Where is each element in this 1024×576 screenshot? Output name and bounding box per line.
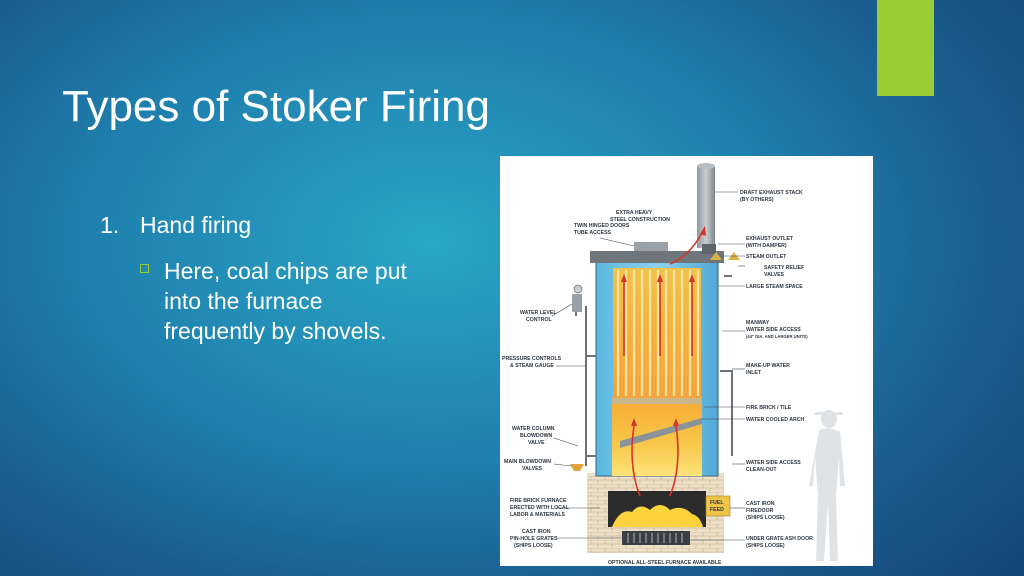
list-number: 1.: [100, 212, 120, 238]
label-steam-space: LARGE STEAM SPACE: [746, 284, 803, 290]
label-exhaust-outlet-1: EXHAUST OUTLET: [746, 236, 794, 242]
label-makeup-1: MAKE-UP WATER: [746, 363, 790, 369]
list-item-text: Hand firing: [140, 212, 252, 238]
sub-bullet: Here, coal chips are put into the furnac…: [140, 256, 480, 346]
label-manway-2: WATER SIDE ACCESS: [746, 327, 801, 333]
label-draft-stack-1: DRAFT EXHAUST STACK: [740, 190, 803, 196]
flow-arrows: [623, 230, 704, 497]
water-level-gauge: [572, 294, 582, 312]
label-cleanout-2: CLEAN-OUT: [746, 467, 777, 473]
sub-bullet-line-2: into the furnace: [164, 288, 323, 314]
label-manway-3: (44" DIA. AND LARGER UNITS): [746, 334, 808, 339]
label-blowdown-2: BLOWDOWN: [520, 433, 553, 439]
pressure-gauge: [573, 284, 583, 294]
label-firebrick-tile: FIRE BRICK / TILE: [746, 405, 792, 411]
label-draft-stack-2: (BY OTHERS): [740, 197, 774, 203]
fire-bed: [612, 505, 703, 527]
label-furnace-3: LABOR & MATERIALS: [510, 512, 565, 518]
square-bullet-icon: [140, 264, 149, 273]
arrow-heads: [621, 226, 706, 426]
label-grates-1: CAST IRON: [522, 529, 551, 535]
fuel-feed-box: [705, 495, 731, 517]
stack-top: [697, 163, 715, 169]
blowdown-valve: [570, 464, 584, 471]
label-steam-outlet: STEAM OUTLET: [746, 254, 787, 260]
label-ashdoor-1: UNDER GRATE ASH DOOR: [746, 536, 813, 542]
label-grates-3: (SHIPS LOOSE): [514, 543, 553, 549]
stack-damper: [702, 244, 716, 254]
label-firedoor-1: CAST IRON: [746, 501, 775, 507]
safety-valve: [710, 252, 722, 260]
leader-lines: [551, 191, 745, 541]
person-silhouette: [809, 410, 845, 561]
accent-bar: [877, 0, 934, 96]
label-safety-1: SAFETY RELIEF: [764, 265, 804, 271]
label-water-level-1: WATER LEVEL: [520, 310, 557, 316]
label-grates-2: PIN-HOLE GRATES: [510, 536, 558, 542]
label-water-arch: WATER COOLED ARCH: [746, 417, 804, 423]
label-furnace-1: FIRE BRICK FURNACE: [510, 498, 567, 504]
label-exhaust-outlet-2: (WITH DAMPER): [746, 243, 787, 249]
label-cleanout-1: WATER SIDE ACCESS: [746, 460, 801, 466]
boiler-top-cap: [590, 251, 724, 263]
label-water-level-2: CONTROL: [526, 317, 552, 323]
tube-access-door: [634, 242, 668, 251]
label-steel-2: STEEL CONSTRUCTION: [610, 217, 670, 223]
label-ashdoor-2: (SHIPS LOOSE): [746, 543, 785, 549]
label-firedoor-2: FIREDOOR: [746, 508, 774, 514]
fire-tubes: [613, 268, 701, 398]
grate-bars: [627, 533, 683, 543]
label-optional-furnace: OPTIONAL ALL-STEEL FURNACE AVAILABLE: [608, 560, 722, 566]
label-firedoor-3: (SHIPS LOOSE): [746, 515, 785, 521]
label-blowdown-3: VALVE: [528, 440, 545, 446]
fire-brick-arch: [612, 396, 702, 404]
label-furnace-2: ERECTED WITH LOCAL: [510, 505, 570, 511]
sub-bullet-line-1: Here, coal chips are put: [164, 258, 407, 284]
label-fuel-1: FUEL: [710, 500, 724, 506]
label-manway-1: MANWAY: [746, 320, 770, 326]
label-fuel-2: FEED: [710, 507, 724, 513]
label-pressure-2: & STEAM GAUGE: [510, 363, 554, 369]
label-makeup-2: INLET: [746, 370, 762, 376]
water-cooled-arch: [620, 418, 702, 448]
boiler-diagram: FUEL FEED: [500, 156, 873, 566]
boiler-diagram-svg: FUEL FEED: [502, 163, 845, 566]
label-safety-2: VALVES: [764, 272, 785, 278]
sub-bullet-line-3: frequently by shovels.: [164, 318, 387, 344]
list-item-hand-firing: 1. Hand firing: [100, 212, 251, 239]
ash-door: [622, 531, 690, 545]
label-blowdown-1: WATER COLUMN: [512, 426, 555, 432]
label-main-blowdown-2: VALVES: [522, 466, 543, 472]
label-pressure-1: PRESSURE CONTROLS: [502, 356, 562, 362]
label-twin-doors-1: TWIN HINGED DOORS: [574, 223, 630, 229]
side-piping: [575, 275, 733, 466]
exhaust-stack: [697, 166, 715, 248]
label-twin-doors-2: TUBE ACCESS: [574, 230, 612, 236]
label-main-blowdown-1: MAIN BLOWDOWN: [504, 459, 551, 465]
label-steel-1: EXTRA HEAVY: [616, 210, 653, 216]
slide-title: Types of Stoker Firing: [62, 82, 490, 131]
